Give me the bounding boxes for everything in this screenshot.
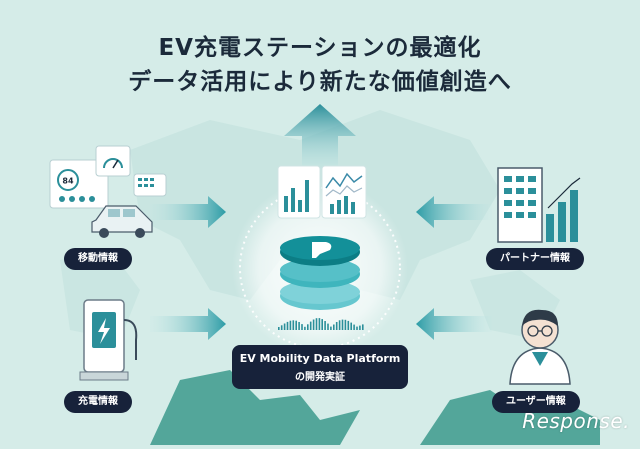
dashboard-gauge-value: 84 [62,177,74,186]
wave-bar [318,318,321,330]
mobility-illustration: 84 [49,145,167,238]
wave-bar [333,324,335,330]
platform-ring [239,187,401,349]
wave-bar [289,320,292,330]
wave-bar [309,321,312,330]
wave-bar [321,319,323,330]
wave-bar [356,326,358,330]
wave-bar [280,325,283,330]
platform-title-box: EV Mobility Data Platform の開発実証 [232,345,408,389]
wave-bar [344,319,347,330]
platform-data-wave [278,318,364,330]
label-user-info: ユーザー情報 [492,391,580,413]
wave-bar [341,319,344,330]
wave-bar [338,320,341,330]
wave-bar [312,319,315,330]
wave-bar [295,320,297,330]
partner-building-illustration [497,167,581,243]
analytics-cards [277,165,367,219]
wave-bar [307,324,309,330]
wave-bar [362,324,364,330]
wave-bar [304,326,306,330]
label-partner-info: パートナー情報 [486,248,584,270]
platform-name: EV Mobility Data Platform [239,352,401,365]
wave-bar [292,320,295,330]
wave-bar [298,322,300,330]
headline-line-2: データ活用により新たな価値創造へ [128,69,512,95]
wave-bar [330,326,332,330]
wave-bar [353,324,355,330]
wave-bar [350,322,352,330]
wave-bar [327,323,329,330]
user-person-illustration [509,309,571,385]
label-charging-info: 充電情報 [64,391,132,413]
wave-bar [286,321,289,330]
wave-bar [278,327,280,330]
wave-bar [347,320,350,330]
output-up-arrow [284,104,356,170]
watermark-logo: Response. [522,409,630,433]
wave-bar [283,323,286,330]
arrow-right-top [416,196,492,228]
label-mobility-info: 移動情報 [64,248,132,270]
wave-bar [359,325,361,330]
headline-line-1: EV充電ステーションの最適化 [158,35,482,61]
wave-bar [315,318,318,330]
arrow-left-top [150,196,226,228]
wave-bar [335,322,338,330]
arrow-left-bottom [150,308,226,340]
wave-bar [301,324,303,330]
platform-subtitle: の開発実証 [295,372,345,383]
wave-bar [324,321,326,330]
charging-station-illustration [79,299,138,381]
arrow-right-bottom [416,308,492,340]
platform-logo-icon [312,242,332,258]
platform-discs [280,236,360,310]
